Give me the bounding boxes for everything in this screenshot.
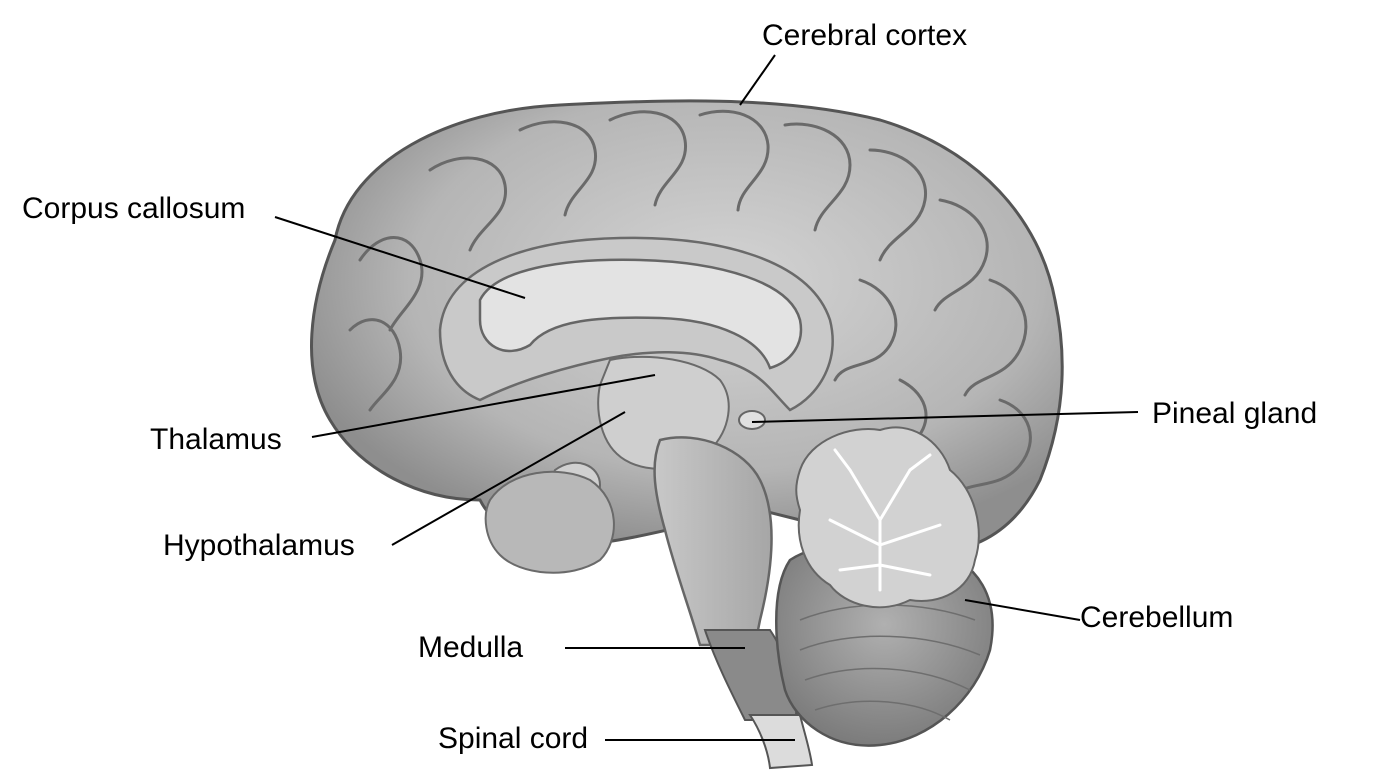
label-spinal-cord: Spinal cord <box>438 722 588 755</box>
brainstem-shape <box>653 436 773 647</box>
label-corpus-callosum: Corpus callosum <box>22 192 245 225</box>
label-pineal-gland: Pineal gland <box>1152 397 1317 430</box>
leader-hypothalamus <box>391 411 626 546</box>
cortex-gyri <box>348 109 1032 497</box>
leader-pineal-gland <box>751 411 1139 423</box>
temporal-lobe-shape <box>484 470 615 574</box>
label-thalamus: Thalamus <box>150 423 282 456</box>
arbor-vitae-branches <box>828 448 942 592</box>
pineal-gland-shape <box>738 410 766 430</box>
label-cerebral-cortex: Cerebral cortex <box>762 19 967 52</box>
spinal-cord-shape <box>748 714 814 770</box>
leader-corpus-callosum <box>274 216 526 299</box>
leader-lines <box>274 54 1139 741</box>
corpus-callosum-shape <box>478 258 803 370</box>
label-cerebellum: Cerebellum <box>1080 601 1233 634</box>
leader-thalamus <box>311 374 656 438</box>
label-hypothalamus: Hypothalamus <box>163 529 355 562</box>
label-medulla: Medulla <box>418 631 523 664</box>
leader-cerebellum <box>964 599 1081 621</box>
arbor-vitae-shape <box>795 426 980 609</box>
leader-cerebral-cortex <box>739 54 776 106</box>
